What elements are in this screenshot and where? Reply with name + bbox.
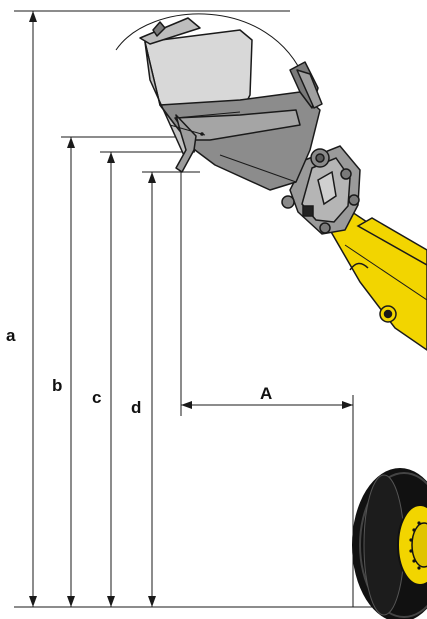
label-c: c — [92, 388, 101, 407]
lift-arm-icon — [329, 211, 427, 351]
quick-coupler-icon — [281, 145, 361, 235]
dimension-c — [107, 152, 115, 607]
bucket-icon — [115, 13, 323, 191]
dimension-b — [67, 137, 75, 607]
wheel-icon — [352, 468, 427, 619]
label-d: d — [131, 398, 141, 417]
dimension-A — [181, 401, 353, 409]
dimension-d — [148, 172, 156, 607]
label-a: a — [6, 326, 16, 345]
dimension-a — [29, 11, 37, 607]
label-b: b — [52, 376, 62, 395]
label-A: A — [260, 384, 272, 403]
